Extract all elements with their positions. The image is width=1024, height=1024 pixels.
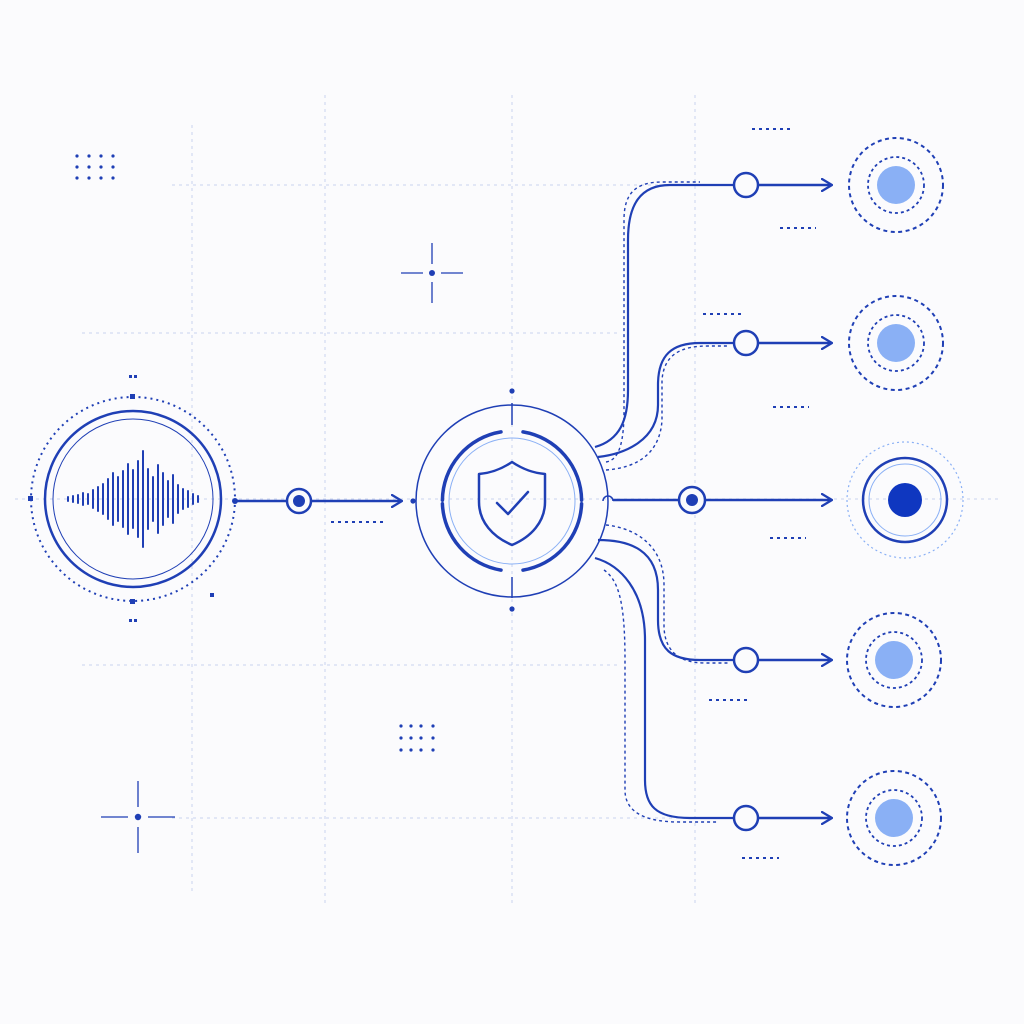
audio-waveform-icon xyxy=(67,450,199,548)
output-node-1[interactable] xyxy=(732,137,944,233)
output-node-2[interactable] xyxy=(732,295,944,391)
target-dot xyxy=(877,324,915,362)
branch-dashed-line xyxy=(605,181,700,463)
branch-dashed-line xyxy=(605,524,730,664)
target-outer-dotted-ring xyxy=(846,441,964,559)
target-inner-dashed-ring xyxy=(867,156,925,214)
connector-node xyxy=(732,329,760,357)
dot-grid-decoration xyxy=(399,724,435,752)
target-inner-dashed-ring xyxy=(865,631,923,689)
target-inner-ring xyxy=(868,463,942,537)
target-inner-dashed-ring xyxy=(867,314,925,372)
output-node-4[interactable] xyxy=(732,612,942,708)
target-inner-dashed-ring xyxy=(865,789,923,847)
target-dot-active xyxy=(888,483,922,517)
output-node-3[interactable] xyxy=(677,441,964,559)
shield-check-icon xyxy=(477,460,547,547)
branch-dashed-line xyxy=(605,345,728,471)
branch-line xyxy=(597,538,734,662)
hub-thin-ring xyxy=(448,437,576,565)
hub-node[interactable] xyxy=(410,388,614,612)
branch-line xyxy=(594,183,734,449)
target-outer-dashed-ring xyxy=(848,295,944,391)
target-dot xyxy=(875,799,913,837)
output-nodes xyxy=(677,137,964,866)
source-inner-ring xyxy=(52,418,214,580)
target-outer-dashed-ring xyxy=(846,612,942,708)
connector-node xyxy=(732,171,760,199)
branch-dashed-line xyxy=(603,569,718,823)
target-outer-dashed-ring xyxy=(846,770,942,866)
background-grid xyxy=(15,95,1000,905)
connector-node xyxy=(732,646,760,674)
branch-line xyxy=(597,341,734,459)
dash-accents xyxy=(331,128,816,859)
hub-arc-segments xyxy=(440,430,584,572)
branch-connectors xyxy=(594,181,734,823)
dot-grid-decoration xyxy=(75,154,115,180)
branch-line xyxy=(594,556,734,820)
target-outer-dashed-ring xyxy=(848,137,944,233)
output-node-5[interactable] xyxy=(732,770,942,866)
source-ring xyxy=(43,409,223,589)
connector-node xyxy=(732,804,760,832)
connector-node-dot xyxy=(686,494,698,506)
source-to-hub-connector xyxy=(232,487,402,515)
hub-axis-marks xyxy=(410,388,614,612)
crosshair-icon xyxy=(401,243,463,303)
target-ring xyxy=(861,456,949,544)
crosshair-icon xyxy=(101,781,175,853)
target-dot xyxy=(877,166,915,204)
target-dot xyxy=(875,641,913,679)
source-ticks xyxy=(28,375,214,622)
